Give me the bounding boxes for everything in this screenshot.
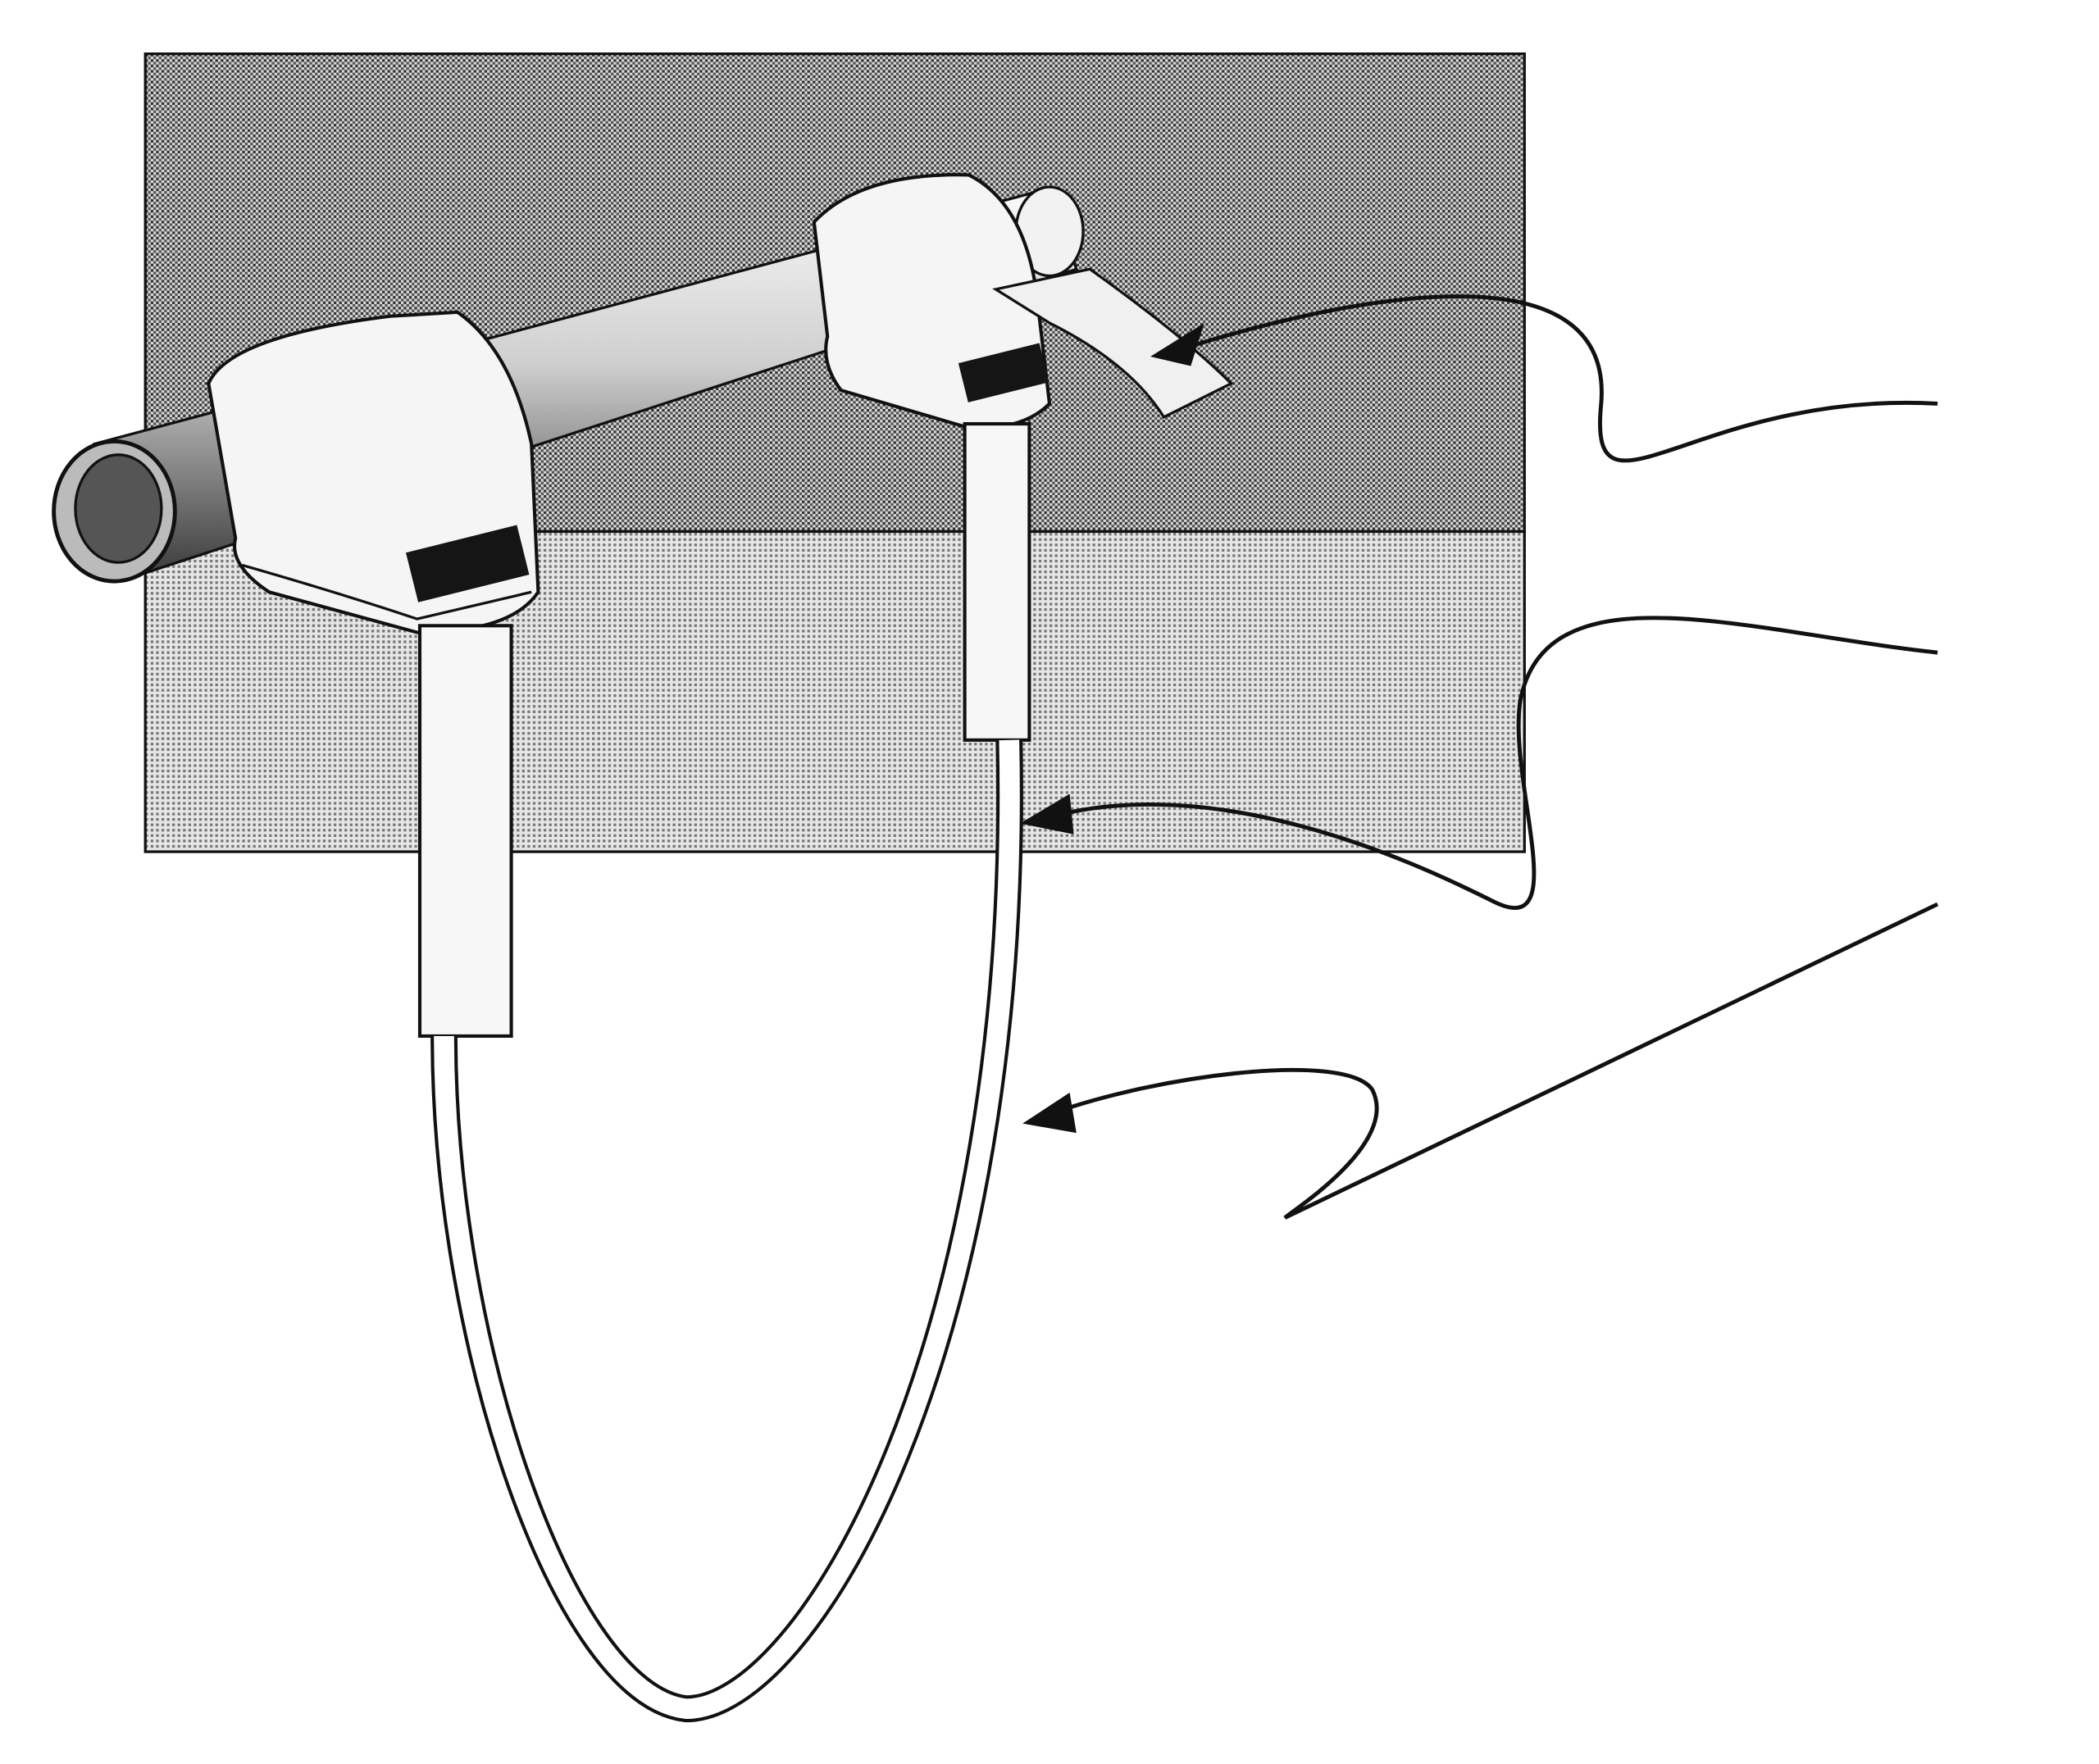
leader-line-1 — [1169, 294, 1938, 463]
leader-line-2 — [1035, 616, 1938, 910]
right-probe-handle — [963, 422, 1031, 742]
arrow-icon — [1022, 1092, 1077, 1134]
arrow-icon — [1150, 322, 1204, 366]
arrowheads — [1019, 322, 1204, 1134]
label-plate — [958, 343, 1050, 402]
leader-line-3 — [1035, 902, 1939, 1220]
arrow-icon — [1019, 793, 1074, 834]
probe-cable — [430, 739, 1023, 1723]
pipe-sensor-strap — [992, 267, 1234, 419]
left-clamp — [207, 310, 540, 1039]
leader-lines — [1035, 294, 1939, 1220]
right-clamp — [812, 173, 1234, 742]
label-plate — [406, 525, 530, 602]
left-probe-handle — [417, 624, 513, 1039]
